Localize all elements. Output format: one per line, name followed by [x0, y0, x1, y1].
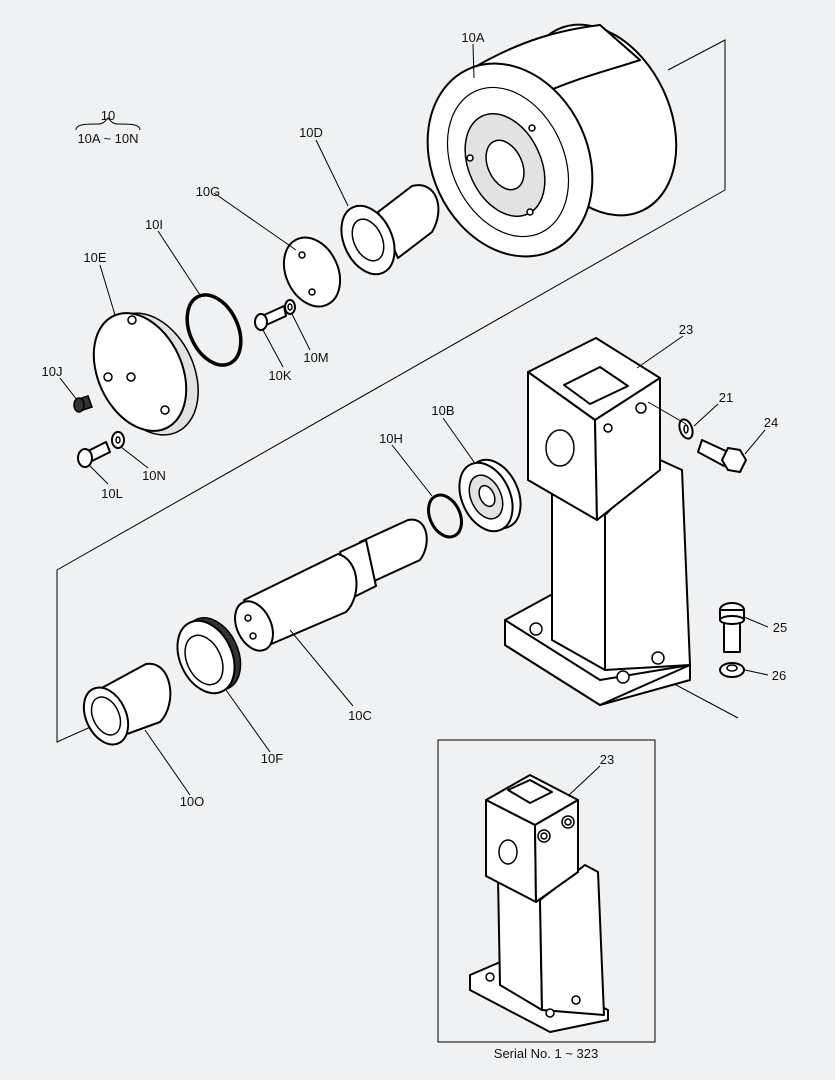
callout-23: 23 — [679, 322, 693, 337]
part-10c-shaft — [234, 518, 428, 652]
part-21-washer — [678, 418, 694, 440]
part-10i-o-ring — [185, 293, 243, 367]
part-10j-set-screw — [73, 395, 93, 413]
part-24-bolt — [697, 439, 747, 473]
inset-frame — [437, 739, 656, 1043]
part-23-bracket — [504, 337, 691, 706]
part-25-bolt — [719, 602, 745, 653]
callout-10m: 10M — [303, 350, 328, 365]
callout-10j: 10J — [42, 364, 63, 379]
callout-10f: 10F — [261, 751, 283, 766]
leader-23-inset — [567, 765, 601, 797]
part-10e-cover — [92, 312, 199, 436]
callout-10b: 10B — [431, 403, 454, 418]
callout-10c: 10C — [348, 708, 372, 723]
callout-10i: 10I — [145, 217, 163, 232]
part-23-bracket-inset — [469, 774, 609, 1033]
part-10m-washer — [284, 299, 296, 315]
part-10l-bolt — [77, 441, 111, 468]
callout-26: 26 — [772, 668, 786, 683]
part-10f-seal — [176, 617, 242, 695]
part-10h-o-ring — [427, 493, 463, 539]
part-10k-bolt — [254, 305, 287, 331]
leader-lines — [59, 43, 769, 796]
part-10d-bushing — [340, 184, 440, 276]
callout-10o: 10O — [180, 794, 205, 809]
group-bracket — [75, 117, 141, 131]
callout-10l: 10L — [101, 486, 123, 501]
group-range-label: 10A ~ 10N — [77, 131, 138, 146]
part-10o-sleeve — [82, 662, 172, 746]
callout-23-inset: 23 — [600, 752, 614, 767]
callout-24: 24 — [764, 415, 778, 430]
callout-10a: 10A — [461, 30, 484, 45]
callout-10k: 10K — [268, 368, 291, 383]
part-10g-cover — [282, 236, 342, 308]
inset-caption: Serial No. 1 ~ 323 — [494, 1046, 598, 1061]
callout-10d: 10D — [299, 125, 323, 140]
part-10b-bearing — [458, 458, 522, 533]
part-10n-washer — [111, 431, 125, 449]
callout-10h: 10H — [379, 431, 403, 446]
callout-21: 21 — [719, 390, 733, 405]
part-10a-roller — [426, 23, 678, 258]
group-number-label: 10 — [101, 108, 115, 123]
part-26-washer — [719, 662, 745, 678]
callout-25: 25 — [773, 620, 787, 635]
callout-10e: 10E — [83, 250, 106, 265]
callout-10n: 10N — [142, 468, 166, 483]
callout-10g: 10G — [196, 184, 221, 199]
